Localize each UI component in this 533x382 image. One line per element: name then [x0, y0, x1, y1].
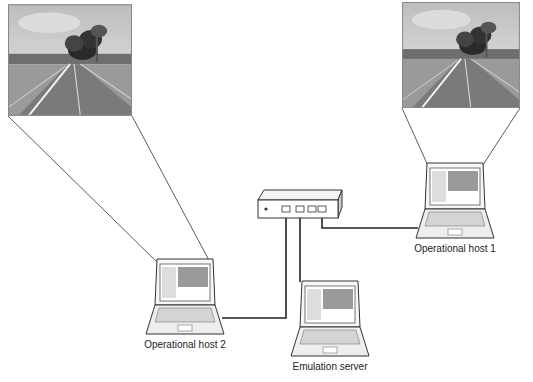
projection-line [8, 116, 159, 264]
laptop-lid [155, 259, 215, 305]
host-label: Operational host 2 [138, 338, 232, 352]
switch-port [296, 206, 304, 212]
laptop-touchpad [323, 347, 337, 353]
switch-side [338, 190, 342, 218]
projection-line [481, 108, 520, 168]
switch-front [258, 200, 338, 218]
screen-panel [307, 289, 321, 320]
laptop-icon [290, 280, 370, 360]
laptop-screen [160, 264, 210, 301]
laptop-base [416, 209, 494, 238]
screen-window [323, 289, 353, 309]
laptop-touchpad [178, 325, 192, 331]
cable [222, 216, 286, 318]
laptop-node: Emulation server [286, 280, 374, 374]
screen-window [448, 171, 478, 191]
switch-top [258, 190, 342, 200]
screen-panel [432, 171, 446, 202]
screenshot [402, 2, 520, 108]
screen-window [178, 267, 208, 287]
laptop-screen [430, 168, 480, 205]
cable [299, 216, 301, 282]
switch-led [264, 207, 267, 210]
laptop-icon [415, 162, 495, 242]
laptop-screen [305, 286, 355, 323]
laptop-touchpad [448, 229, 462, 235]
screen-panel [162, 267, 176, 298]
projection-line [402, 108, 429, 168]
projection-line [132, 116, 211, 264]
laptop-keyboard [425, 212, 485, 226]
host-label: Operational host 1 [408, 242, 502, 256]
laptop-lid [425, 163, 485, 209]
switch-port [282, 206, 290, 212]
laptop-keyboard [300, 330, 360, 344]
switch-port [308, 206, 316, 212]
laptop-lid [300, 281, 360, 327]
host-label: Emulation server [286, 360, 374, 374]
screenshot [8, 4, 132, 116]
laptop-node: Operational host 2 [138, 258, 232, 352]
laptop-base [291, 327, 369, 356]
laptop-node: Operational host 1 [408, 162, 502, 256]
laptop-keyboard [155, 308, 215, 322]
laptop-base [146, 305, 224, 334]
laptop-icon [145, 258, 225, 338]
switch-port [318, 206, 326, 212]
